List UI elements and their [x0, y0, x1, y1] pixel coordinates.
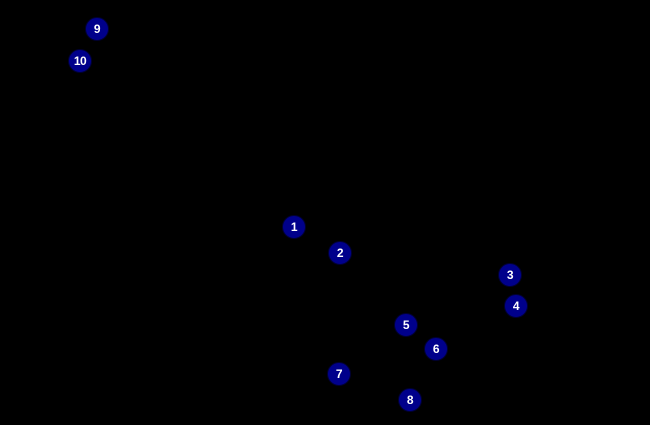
map-marker-2[interactable]: 2	[328, 241, 352, 265]
map-marker-4[interactable]: 4	[504, 294, 528, 318]
marker-number-label: 5	[402, 318, 410, 332]
marker-number-label: 3	[506, 268, 514, 282]
map-marker-5[interactable]: 5	[394, 313, 418, 337]
map-marker-8[interactable]: 8	[398, 388, 422, 412]
map-marker-6[interactable]: 6	[424, 337, 448, 361]
marker-number-label: 4	[512, 299, 520, 313]
marker-number-label: 6	[432, 342, 440, 356]
map-marker-7[interactable]: 7	[327, 362, 351, 386]
marker-number-label: 7	[335, 367, 343, 381]
marker-number-label: 10	[73, 54, 87, 68]
marker-number-label: 9	[93, 22, 101, 36]
map-marker-1[interactable]: 1	[282, 215, 306, 239]
map-marker-10[interactable]: 10	[68, 49, 92, 73]
marker-number-label: 1	[290, 220, 298, 234]
map-marker-3[interactable]: 3	[498, 263, 522, 287]
marker-number-label: 8	[406, 393, 414, 407]
map-marker-9[interactable]: 9	[85, 17, 109, 41]
marker-number-label: 2	[336, 246, 344, 260]
